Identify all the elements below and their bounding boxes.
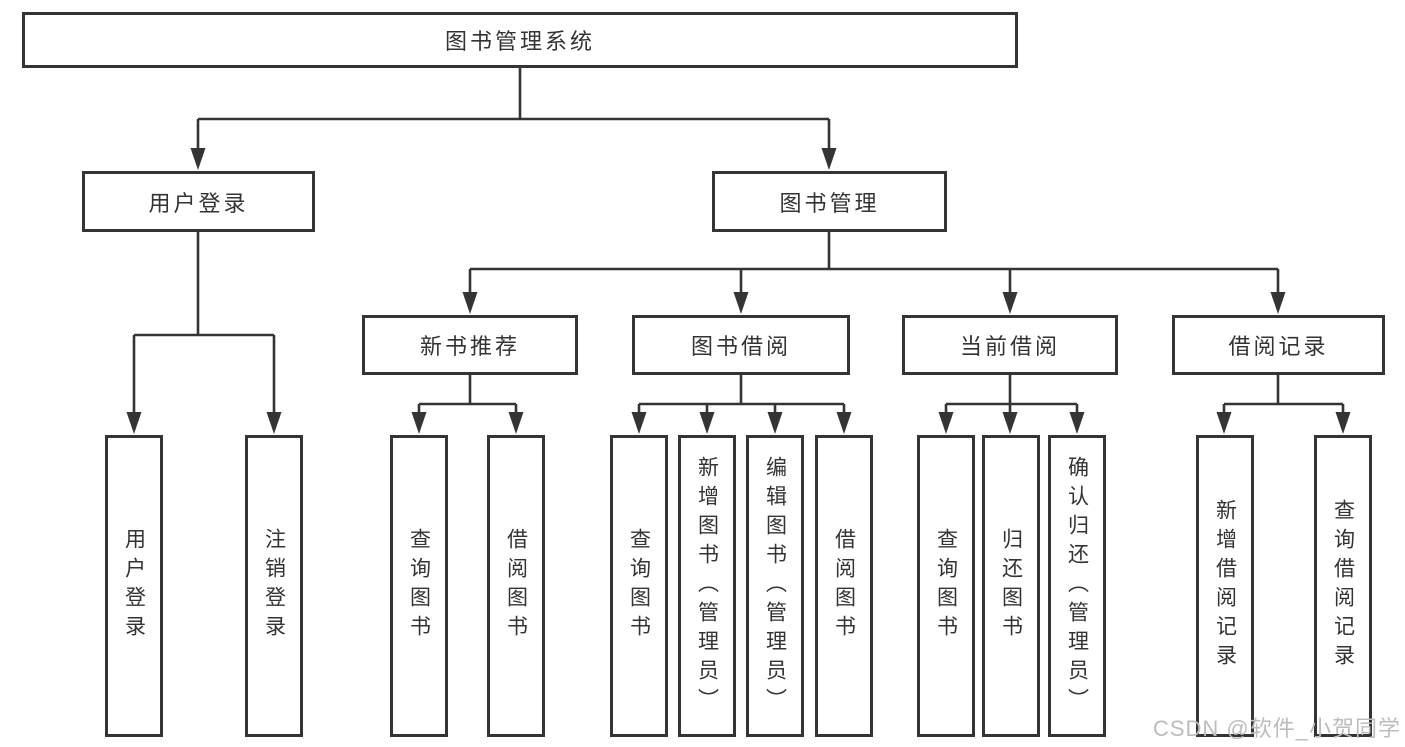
connector-current-borrow bbox=[944, 374, 1079, 416]
leaf-label: 查询图书 bbox=[934, 528, 958, 644]
leaf-add-borrow-record: 新增借阅记录 bbox=[1196, 435, 1254, 737]
arrow-icon bbox=[126, 412, 142, 434]
leaf-label: 查询借阅记录 bbox=[1331, 499, 1355, 673]
arrow-icon bbox=[821, 148, 837, 170]
node-book-management: 图书管理 bbox=[712, 171, 947, 232]
arrow-icon bbox=[938, 412, 954, 434]
leaf-confirm-return-admin: 确认归还（管理员） bbox=[1048, 435, 1106, 737]
leaf-label: 注销登录 bbox=[262, 528, 286, 644]
leaf-label: 查询图书 bbox=[627, 528, 651, 644]
arrow-icon bbox=[411, 412, 427, 434]
leaf-edit-book-admin: 编辑图书（管理员） bbox=[746, 435, 804, 737]
node-library-management-system: 图书管理系统 bbox=[22, 12, 1018, 68]
connector-user-login bbox=[132, 231, 276, 416]
leaf-borrow-books-recommend: 借阅图书 bbox=[487, 435, 545, 737]
node-user-login: 用户登录 bbox=[82, 171, 315, 232]
arrow-icon bbox=[699, 412, 715, 434]
connector-book-management bbox=[468, 231, 1280, 296]
arrow-icon bbox=[190, 148, 206, 170]
arrow-icon bbox=[1216, 412, 1232, 434]
leaf-label: 借阅图书 bbox=[504, 528, 528, 644]
arrow-icon bbox=[462, 292, 478, 314]
leaf-query-books-borrow: 查询图书 bbox=[610, 435, 668, 737]
leaf-return-book: 归还图书 bbox=[982, 435, 1040, 737]
leaf-label: 新增借阅记录 bbox=[1213, 499, 1237, 673]
leaf-label: 归还图书 bbox=[999, 528, 1023, 644]
arrow-icon bbox=[508, 412, 524, 434]
leaf-label: 查询图书 bbox=[407, 528, 431, 644]
leaf-query-borrow-record: 查询借阅记录 bbox=[1314, 435, 1372, 737]
connector-borrow-records bbox=[1222, 374, 1345, 416]
arrow-icon bbox=[631, 412, 647, 434]
arrow-icon bbox=[1002, 412, 1018, 434]
arrow-icon bbox=[1002, 292, 1018, 314]
leaf-query-books-current: 查询图书 bbox=[917, 435, 975, 737]
leaf-label: 用户登录 bbox=[122, 528, 146, 644]
node-borrow-records: 借阅记录 bbox=[1172, 315, 1385, 375]
arrow-icon bbox=[767, 412, 783, 434]
leaf-borrow-books: 借阅图书 bbox=[815, 435, 873, 737]
arrow-icon bbox=[266, 412, 282, 434]
connector-book-borrow bbox=[637, 374, 846, 416]
leaf-label: 编辑图书（管理员） bbox=[763, 455, 787, 717]
arrow-icon bbox=[1335, 412, 1351, 434]
leaf-add-book-admin: 新增图书（管理员） bbox=[678, 435, 736, 737]
connector-root bbox=[196, 67, 831, 152]
node-new-book-recommend: 新书推荐 bbox=[362, 315, 578, 375]
arrow-icon bbox=[1270, 292, 1286, 314]
connector-new-book bbox=[417, 374, 518, 416]
leaf-label: 确认归还（管理员） bbox=[1065, 455, 1089, 717]
leaf-label: 新增图书（管理员） bbox=[695, 455, 719, 717]
node-current-borrow: 当前借阅 bbox=[902, 315, 1118, 375]
leaf-user-login: 用户登录 bbox=[105, 435, 163, 737]
arrow-icon bbox=[733, 292, 749, 314]
leaf-label: 借阅图书 bbox=[832, 528, 856, 644]
arrow-icon bbox=[1069, 412, 1085, 434]
leaf-query-books-recommend: 查询图书 bbox=[390, 435, 448, 737]
leaf-logout: 注销登录 bbox=[245, 435, 303, 737]
arrow-icon bbox=[836, 412, 852, 434]
node-book-borrow: 图书借阅 bbox=[632, 315, 850, 375]
csdn-watermark: CSDN @软件_小贺同学 bbox=[1152, 716, 1401, 741]
